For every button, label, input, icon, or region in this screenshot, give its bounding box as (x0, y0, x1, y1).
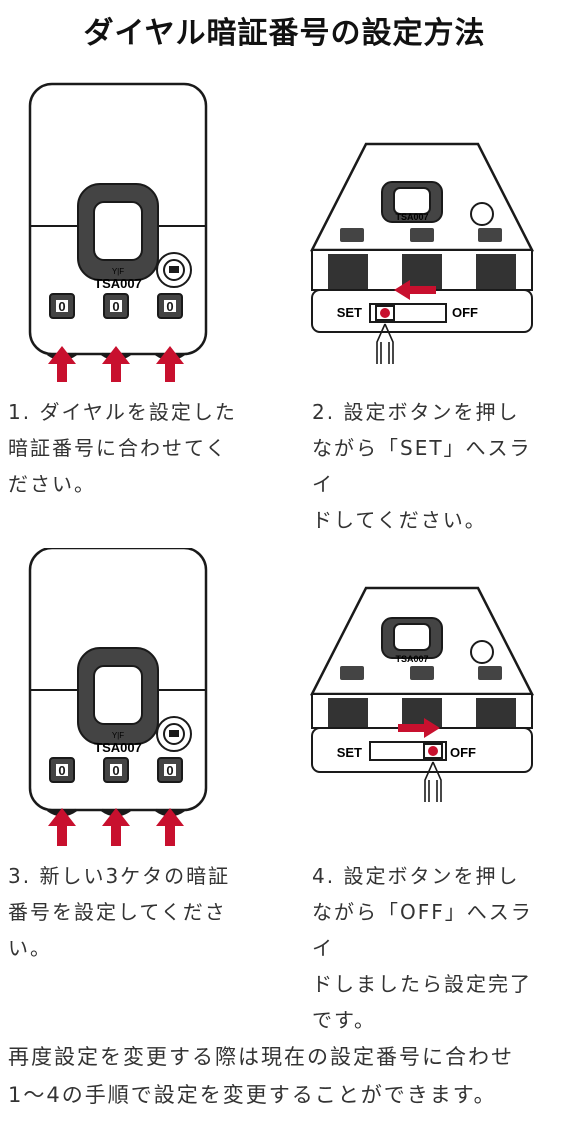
step-2-text: 2. 設定ボタンを押し ながら「SET」へスライ ドしてください。 (312, 400, 532, 532)
up-arrows (48, 346, 184, 382)
switch-set-label: SET (337, 745, 362, 760)
lock-front-figure-1: Y|F TSA007 0 0 0 (28, 82, 208, 382)
dial-digit: 0 (166, 763, 173, 778)
step-3-text: 3. 新しい3ケタの暗証 番号を設定してくださ い。 (8, 864, 231, 960)
pin-tool (376, 323, 394, 364)
model-label: TSA007 (395, 212, 428, 222)
brand-logo: Y|F (112, 267, 124, 276)
footer-note: 再度設定を変更する際は現在の設定番号に合わせ 1〜4の手順で設定を変更することが… (8, 1045, 514, 1107)
up-arrows (48, 808, 184, 846)
step-4-text: 4. 設定ボタンを押し ながら「OFF」へスライ ドしましたら設定完了 です。 (312, 864, 533, 1032)
brand-logo: Y|F (112, 731, 124, 740)
dial-digit: 0 (112, 763, 119, 778)
switch-off-label: OFF (452, 305, 478, 320)
dial-digit: 0 (58, 763, 65, 778)
switch-off-label: OFF (450, 745, 476, 760)
model-label: TSA007 (395, 654, 428, 664)
pin-tool (424, 761, 442, 802)
left-arrow (394, 280, 436, 300)
step-1-text: 1. ダイヤルを設定した 暗証番号に合わせてく ださい。 (8, 400, 237, 496)
right-arrow (398, 718, 440, 738)
dial-digit: 0 (166, 299, 173, 314)
lock-perspective-figure-4: TSA007 SET OFF (309, 586, 535, 802)
model-label: TSA007 (94, 276, 142, 291)
switch-set-label: SET (337, 305, 362, 320)
lock-perspective-figure-2: TSA007 SET OFF (309, 142, 535, 364)
page-title: ダイヤル暗証番号の設定方法 (83, 16, 486, 51)
dial-digit: 0 (58, 299, 65, 314)
lock-front-figure-3: Y|F TSA007 0 0 0 (28, 548, 208, 846)
dial-digit: 0 (112, 299, 119, 314)
model-label: TSA007 (94, 740, 142, 755)
